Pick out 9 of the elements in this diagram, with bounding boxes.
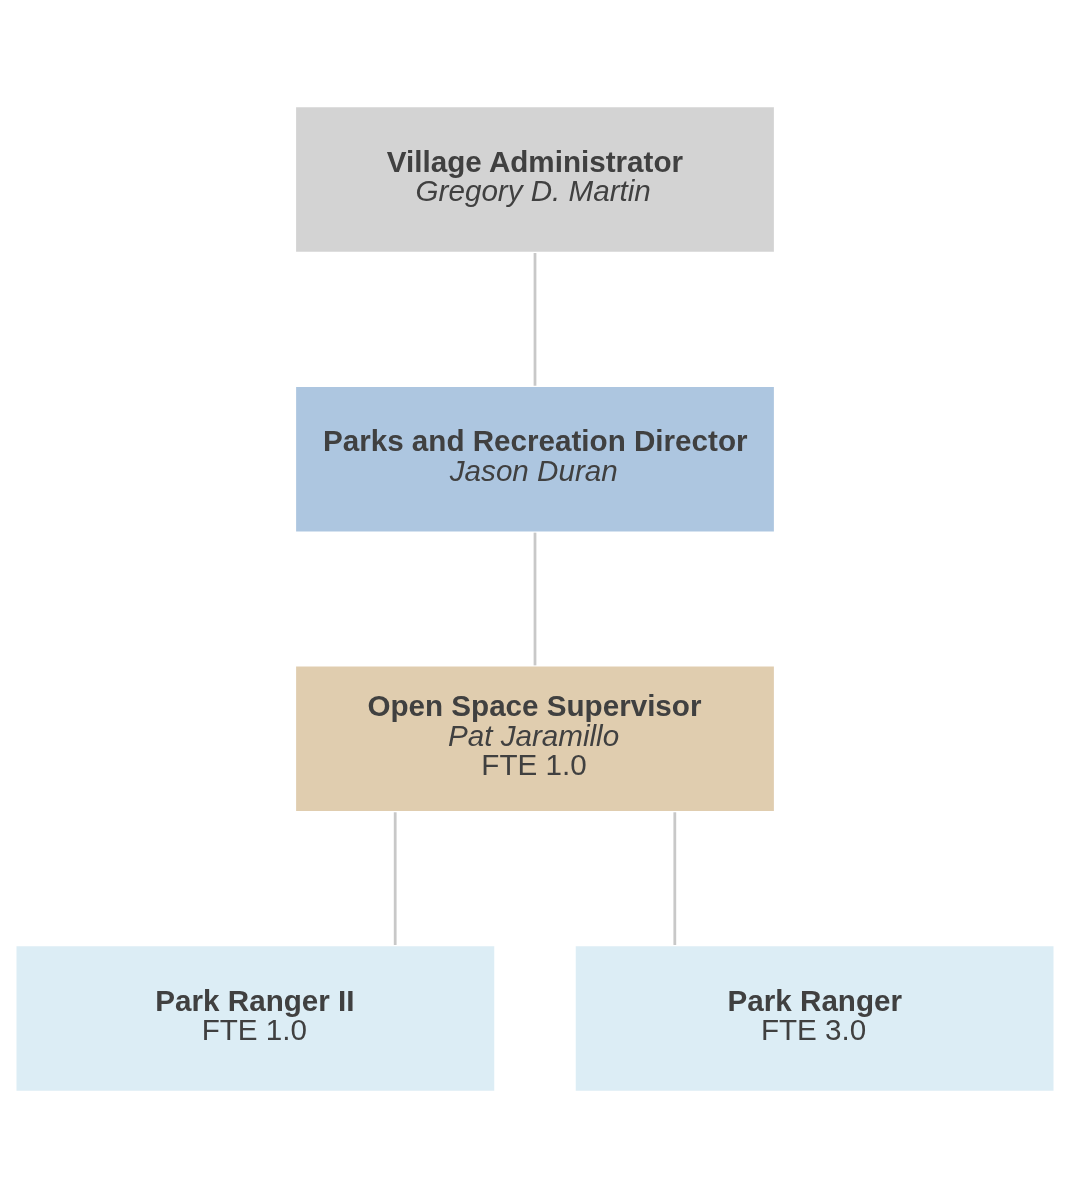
node-box: Open Space Supervisor Pat Jaramillo FTE 1.0 bbox=[294, 664, 776, 813]
connector bbox=[533, 252, 537, 386]
node-box: Village Administrator Gregory D. Martin bbox=[294, 105, 776, 254]
connector bbox=[393, 811, 397, 945]
node-box: Park Ranger FTE 3.0 bbox=[573, 943, 1056, 1092]
node-box: Parks and Recreation Director Jason Duran bbox=[294, 384, 776, 533]
connector bbox=[673, 811, 677, 945]
node-box: Park Ranger II FTE 1.0 bbox=[14, 943, 497, 1092]
connector bbox=[533, 532, 537, 665]
